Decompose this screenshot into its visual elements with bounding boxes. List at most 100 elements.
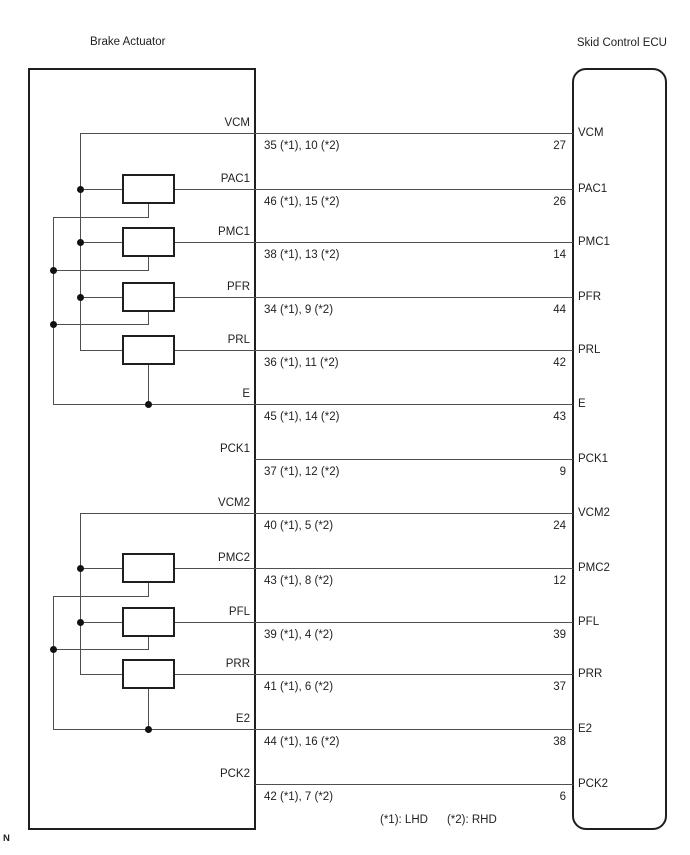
skid-control-ecu-box	[572, 68, 667, 830]
signal-label-pac1: PAC1	[220, 173, 250, 185]
wire-pmc2	[80, 568, 573, 569]
junction-dot	[77, 186, 84, 193]
junction-dot	[77, 619, 84, 626]
wire-number-pmc1: 38 (*1), 13 (*2)	[264, 249, 340, 261]
corner-mark: N	[3, 833, 10, 844]
ecu-signal-label-pmc2: PMC2	[578, 562, 610, 574]
ecu-signal-label-vcm2: VCM2	[578, 507, 610, 519]
signal-label-e: E	[242, 388, 250, 400]
signal-label-pck2: PCK2	[219, 768, 250, 780]
ecu-pin-vcm2: 24	[553, 520, 566, 532]
solenoid-coil-pmc2	[122, 553, 175, 583]
ecu-signal-label-pck2: PCK2	[578, 778, 609, 790]
bus-line	[53, 217, 54, 405]
bus-line	[148, 583, 149, 597]
signal-label-vcm2: VCM2	[218, 497, 250, 509]
ecu-pin-prr: 37	[553, 681, 566, 693]
signal-label-prl: PRL	[227, 334, 250, 346]
junction-dot	[50, 321, 57, 328]
ecu-pin-pfl: 39	[553, 629, 566, 641]
wire-prr	[80, 674, 573, 675]
solenoid-coil-pfl	[122, 607, 175, 637]
wire-number-pck1: 37 (*1), 12 (*2)	[264, 466, 340, 478]
signal-label-pmc1: PMC1	[218, 226, 250, 238]
junction-dot	[77, 294, 84, 301]
wire-number-e2: 44 (*1), 16 (*2)	[264, 736, 340, 748]
solenoid-coil-prr	[122, 659, 175, 689]
wire-pck1	[255, 459, 573, 460]
bus-line	[80, 513, 81, 675]
wire-number-pfr: 34 (*1), 9 (*2)	[264, 304, 334, 316]
bus-line	[53, 596, 54, 730]
ecu-pin-pmc2: 12	[553, 575, 566, 587]
bus-line	[148, 689, 149, 730]
wire-number-pac1: 46 (*1), 15 (*2)	[264, 196, 340, 208]
ecu-signal-label-pfl: PFL	[578, 616, 600, 628]
signal-label-pfr: PFR	[227, 281, 250, 293]
brake-actuator-title: Brake Actuator	[90, 36, 166, 48]
junction-dot	[77, 565, 84, 572]
wire-number-pfl: 39 (*1), 4 (*2)	[264, 629, 334, 641]
junction-dot	[145, 726, 152, 733]
return-wire	[53, 217, 149, 218]
ecu-pin-e2: 38	[553, 736, 566, 748]
bus-line	[148, 365, 149, 405]
junction-dot	[50, 267, 57, 274]
return-wire	[53, 270, 149, 271]
return-wire	[53, 596, 149, 597]
solenoid-coil-pac1	[122, 174, 175, 204]
ecu-pin-pck2: 6	[559, 791, 566, 803]
ecu-signal-label-e: E	[578, 398, 586, 410]
wire-number-e: 45 (*1), 14 (*2)	[264, 411, 340, 423]
signal-label-e2: E2	[235, 713, 250, 725]
wire-number-prl: 36 (*1), 11 (*2)	[264, 357, 339, 369]
junction-dot	[50, 646, 57, 653]
junction-dot	[77, 239, 84, 246]
wire-number-vcm: 35 (*1), 10 (*2)	[264, 140, 340, 152]
ecu-pin-vcm: 27	[553, 140, 566, 152]
ecu-signal-label-pfr: PFR	[578, 291, 601, 303]
return-wire	[53, 324, 149, 325]
return-wire	[53, 649, 149, 650]
ecu-pin-pfr: 44	[553, 304, 566, 316]
ecu-pin-pck1: 9	[559, 466, 566, 478]
signal-label-pmc2: PMC2	[218, 552, 250, 564]
ecu-pin-pmc1: 14	[553, 249, 566, 261]
ecu-signal-label-vcm: VCM	[578, 127, 604, 139]
wire-number-vcm2: 40 (*1), 5 (*2)	[264, 520, 334, 532]
ecu-signal-label-pck1: PCK1	[578, 453, 609, 465]
ecu-pin-pac1: 26	[553, 196, 566, 208]
legend-rhd-note: (*2): RHD	[446, 814, 497, 826]
skid-control-ecu-title: Skid Control ECU	[576, 37, 667, 49]
ecu-pin-prl: 42	[553, 357, 566, 369]
bus-line	[148, 257, 149, 271]
ecu-signal-label-pmc1: PMC1	[578, 236, 610, 248]
wire-number-prr: 41 (*1), 6 (*2)	[264, 681, 334, 693]
ecu-signal-label-prl: PRL	[578, 344, 601, 356]
wire-e2	[53, 729, 573, 730]
ecu-signal-label-prr: PRR	[578, 668, 603, 680]
bus-line	[148, 204, 149, 218]
wire-pac1	[80, 189, 573, 190]
signal-label-vcm: VCM	[224, 117, 250, 129]
wire-pmc1	[80, 242, 573, 243]
wire-number-pck2: 42 (*1), 7 (*2)	[264, 791, 334, 803]
ecu-signal-label-e2: E2	[578, 723, 593, 735]
wire-pfr	[80, 297, 573, 298]
signal-label-prr: PRR	[225, 658, 250, 670]
ecu-pin-e: 43	[553, 411, 566, 423]
wire-pfl	[80, 622, 573, 623]
solenoid-coil-prl	[122, 335, 175, 365]
legend-lhd-note: (*1): LHD	[380, 814, 428, 826]
wire-e	[53, 404, 573, 405]
wire-pck2	[255, 784, 573, 785]
solenoid-coil-pfr	[122, 282, 175, 312]
solenoid-coil-pmc1	[122, 227, 175, 257]
wire-number-pmc2: 43 (*1), 8 (*2)	[264, 575, 334, 587]
wire-vcm2	[80, 513, 573, 514]
ecu-signal-label-pac1: PAC1	[578, 183, 608, 195]
signal-label-pfl: PFL	[228, 606, 250, 618]
signal-label-pck1: PCK1	[219, 443, 250, 455]
bus-line	[148, 637, 149, 650]
